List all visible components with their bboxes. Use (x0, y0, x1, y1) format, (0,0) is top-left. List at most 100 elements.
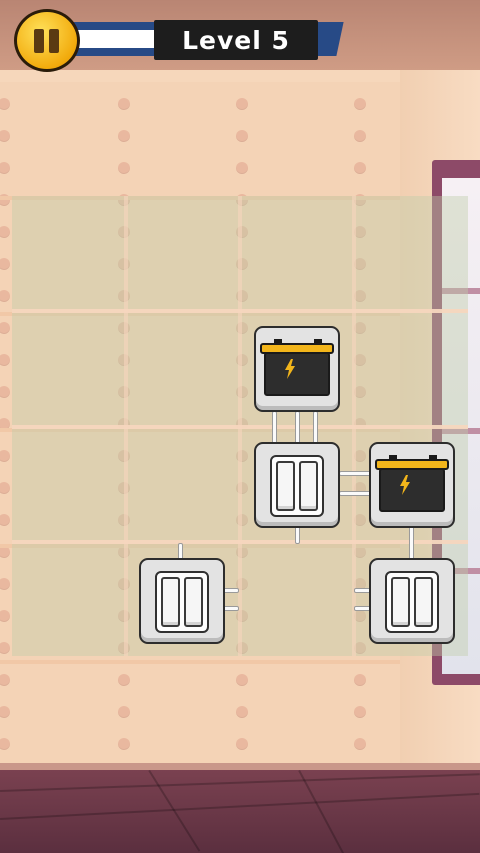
wall-seam (0, 660, 400, 664)
wall-rivet (0, 546, 10, 558)
wire-connector (272, 411, 277, 445)
wall-seam (0, 428, 400, 432)
wall-rivet (118, 98, 130, 110)
wall-rivet (354, 450, 366, 462)
battery-terminal (389, 455, 397, 460)
wall-rivet (0, 194, 10, 206)
wall-rivet (354, 98, 366, 110)
switch-rocker-left (276, 461, 295, 511)
battery-tile[interactable] (369, 442, 455, 528)
wire-connector (409, 526, 414, 560)
baseboard (0, 763, 480, 772)
wall-rivet (0, 386, 10, 398)
battery-terminal (274, 339, 282, 344)
grid-line (124, 196, 128, 656)
wire-connector (313, 411, 318, 445)
pause-button[interactable] (14, 9, 80, 72)
light-switch-icon (270, 455, 324, 517)
wall-rivet (354, 642, 366, 654)
battery-icon (264, 352, 330, 396)
wall-rivet (354, 258, 366, 270)
window-bar (442, 288, 480, 294)
window-bar (442, 568, 480, 574)
wall-seam (0, 544, 400, 548)
switch-tile[interactable] (139, 558, 225, 644)
wall-rivet (0, 258, 10, 270)
wall-rivet (354, 130, 366, 142)
wall-rivet (354, 546, 366, 558)
switch-rocker-left (391, 577, 410, 627)
floor-board-line (298, 770, 345, 853)
wall-rivet (236, 130, 248, 142)
wall-rivet (0, 674, 10, 686)
wall-rivet (354, 162, 366, 174)
wall-rivet (236, 162, 248, 174)
battery-terminal (314, 339, 322, 344)
switch-rocker-right (414, 577, 433, 627)
wall-rivet (354, 354, 366, 366)
level-title: Level 5 (182, 25, 290, 55)
wall-rivet (0, 482, 10, 494)
wall-rivet (236, 738, 248, 750)
wire-connector (339, 471, 371, 476)
wall-rivet (354, 226, 366, 238)
wall-rivet (0, 610, 10, 622)
wall-seam (0, 196, 400, 200)
switch-tile[interactable] (369, 558, 455, 644)
wall-rivet (354, 738, 366, 750)
wall-rivet (354, 674, 366, 686)
floor-board-line (0, 792, 480, 820)
wall-rivet (118, 738, 130, 750)
floor (0, 770, 480, 853)
wire-connector (339, 491, 371, 496)
wall-rivet (0, 706, 10, 718)
light-switch-icon (155, 571, 209, 633)
wall-rivet (118, 674, 130, 686)
wall-rivet (354, 322, 366, 334)
switch-rocker-left (161, 577, 180, 627)
wall-rivet (0, 322, 10, 334)
wall-rivet (0, 98, 10, 110)
battery-terminal (429, 455, 437, 460)
lightning-bolt-icon (400, 475, 410, 495)
grid-line (352, 196, 356, 656)
lightning-bolt-icon (285, 359, 295, 379)
wall-rivet (0, 290, 10, 302)
wall-rivet (0, 418, 10, 430)
wall-rivet (0, 578, 10, 590)
wall-rivet (0, 738, 10, 750)
wall-rivet (118, 130, 130, 142)
wall-rivet (0, 130, 10, 142)
window-bar (442, 428, 480, 434)
wall-rivet (118, 706, 130, 718)
wire-connector (223, 606, 239, 611)
light-switch-icon (385, 571, 439, 633)
wall-rivet (0, 226, 10, 238)
wall-rivet (0, 450, 10, 462)
floor-board-line (0, 773, 480, 792)
wall-rivet (0, 642, 10, 654)
hud-banner-highlight (70, 30, 170, 48)
switch-rocker-right (299, 461, 318, 511)
switch-tile[interactable] (254, 442, 340, 528)
wall-rivet (236, 98, 248, 110)
wall-rivet (0, 354, 10, 366)
wall-seam (0, 312, 400, 316)
wire-connector (295, 411, 300, 445)
wall-rivet (236, 706, 248, 718)
wall-rivet (236, 674, 248, 686)
wall-rivet (0, 514, 10, 526)
wall-rivet (354, 610, 366, 622)
wall-rivet (354, 514, 366, 526)
wall-rivet (0, 162, 10, 174)
wall-rivet (118, 162, 130, 174)
battery-icon (379, 468, 445, 512)
wall-rivet (354, 578, 366, 590)
wall-rivet (354, 386, 366, 398)
wire-connector (295, 526, 300, 544)
grid-line (238, 196, 242, 656)
level-banner: Level 5 (154, 20, 318, 60)
wall-rivet (354, 290, 366, 302)
battery-tile[interactable] (254, 326, 340, 412)
